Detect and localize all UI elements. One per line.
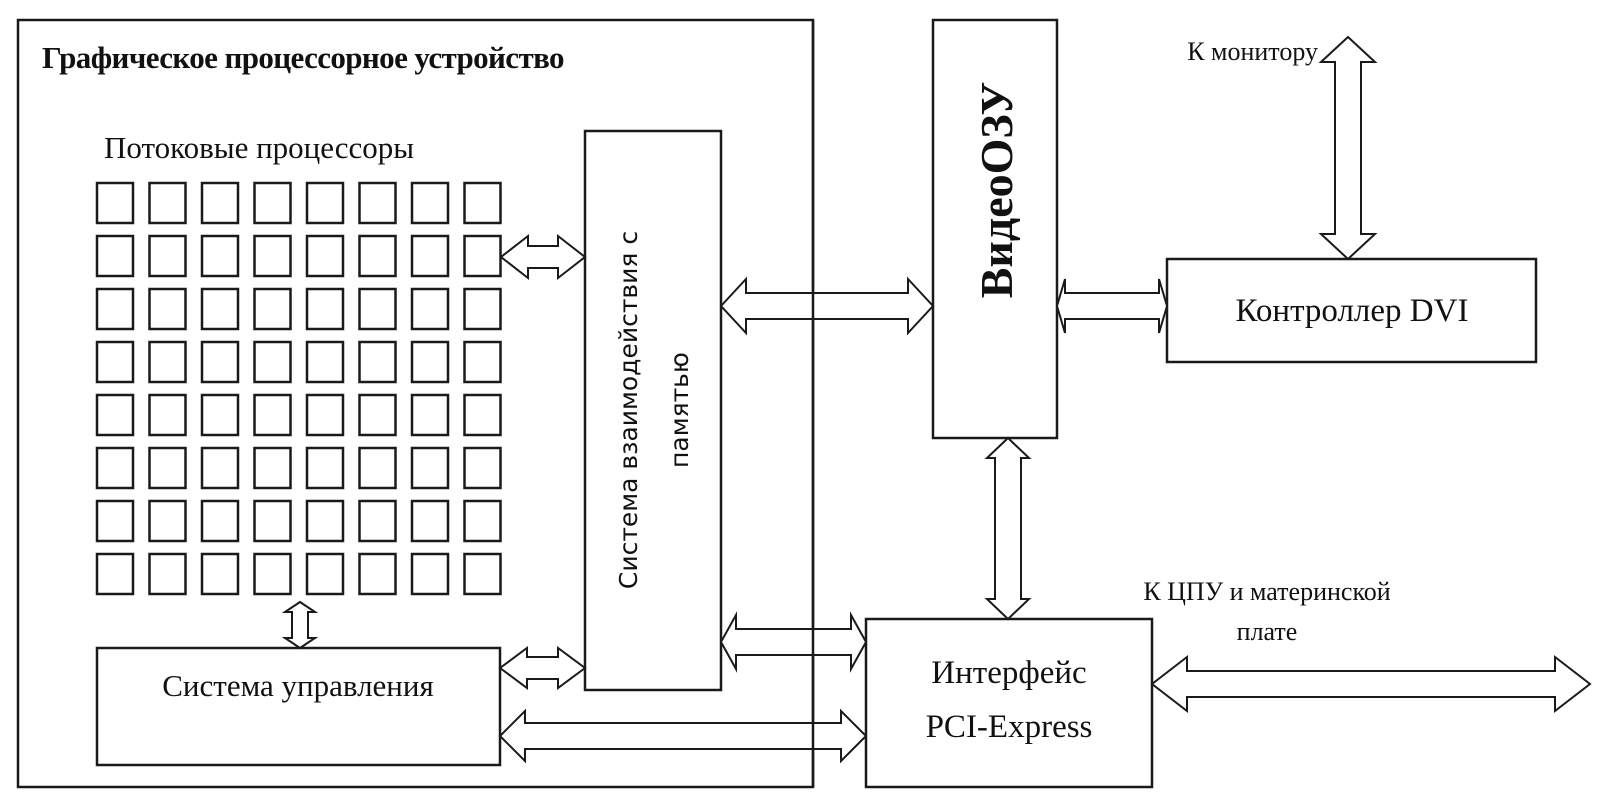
to-cpu-label-line2: плате [1237,617,1298,646]
to-cpu-label-line1: К ЦПУ и материнской [1143,577,1390,606]
stream-processor-cell [305,446,345,490]
stream-processor-cell [463,340,502,384]
stream-processor-cell [148,393,187,437]
dvi-controller-box [1165,257,1538,364]
stream-processor-cell [148,287,187,331]
control-system-box [95,646,502,767]
stream-processor-cell [410,340,450,384]
stream-processor-cell [410,181,450,225]
stream-processor-cell [95,393,135,437]
stream-processor-cell [463,552,502,596]
control-system-label: Система управления [162,668,434,703]
stream-processor-cell [358,287,397,331]
stream-processor-cell [463,393,502,437]
video-ram-box [931,18,1059,440]
stream-processor-cell [410,552,450,596]
arrow-processors-memory [499,233,587,281]
stream-processor-cell [148,234,187,278]
pci-express-label-line2: PCI-Express [926,709,1093,745]
arrow-videoram-pci [984,436,1032,621]
arrow-memory-pci [719,611,868,673]
stream-processor-cell [148,552,187,596]
stream-processor-cell [358,393,397,437]
stream-processor-cell [463,234,502,278]
stream-processor-cell [253,552,292,596]
stream-processor-cell [305,181,345,225]
stream-processor-cell [463,181,502,225]
stream-processor-cell [95,340,135,384]
arrow-dvi-monitor [1318,35,1378,261]
arrow-control-memory [498,646,587,690]
stream-processor-cell [200,393,240,437]
stream-processor-cell [148,181,187,225]
stream-processor-cell [253,499,292,543]
stream-processor-cell [358,234,397,278]
stream-processor-cell [253,287,292,331]
stream-processor-cell [410,234,450,278]
stream-processor-cell [305,499,345,543]
memory-system-label-line2: памятью [665,352,694,468]
stream-processor-cell [95,446,135,490]
stream-processor-cell [95,181,135,225]
stream-processor-cell [358,499,397,543]
pci-express-box [864,617,1154,789]
stream-processor-cell [305,340,345,384]
stream-processor-cell [200,552,240,596]
stream-processor-cell [200,234,240,278]
arrow-control-pci [498,708,868,764]
stream-processor-cell [200,340,240,384]
stream-processor-cell [95,499,135,543]
stream-processor-cell [305,552,345,596]
arrow-memory-videoram [719,276,935,336]
pci-express-label-line1: Интерфейс [931,655,1086,691]
stream-processor-cell [463,446,502,490]
stream-processor-cell [410,446,450,490]
dvi-controller-label: Контроллер DVI [1236,293,1469,329]
stream-processor-cell [95,287,135,331]
stream-processor-cell [253,234,292,278]
stream-processor-cell [305,393,345,437]
stream-processor-cell [253,340,292,384]
stream-processor-cell [200,287,240,331]
stream-processor-cell [305,234,345,278]
arrow-processors-control [281,600,319,650]
stream-processor-cell [95,234,135,278]
stream-processor-cell [358,552,397,596]
stream-processor-cell [358,340,397,384]
stream-processor-cell [463,499,502,543]
memory-system-box [583,129,723,692]
stream-processor-cell [253,446,292,490]
stream-processor-cell [200,446,240,490]
gpu-title: Графическое процессорное устройство [42,40,564,75]
stream-processor-cell [410,393,450,437]
video-ram-label: ВидеоОЗУ [971,82,1022,299]
to-monitor-label: К монитору [1187,37,1318,66]
stream-processor-cell [148,446,187,490]
stream-processor-cell [410,287,450,331]
stream-processor-cell [253,393,292,437]
stream-processor-cell [463,287,502,331]
arrow-pci-cpu [1150,654,1592,714]
stream-processor-cell [95,552,135,596]
stream-processor-cell [253,181,292,225]
stream-processor-cell [148,499,187,543]
stream-processor-cell [305,287,345,331]
stream-processor-grid [95,181,502,596]
stream-processor-cell [410,499,450,543]
arrow-videoram-dvi [1055,278,1169,334]
connection-arrows [281,35,1592,764]
stream-processor-cell [358,181,397,225]
stream-processors-label: Потоковые процессоры [104,130,414,165]
stream-processor-cell [200,499,240,543]
stream-processor-cell [148,340,187,384]
stream-processor-cell [358,446,397,490]
stream-processor-cell [200,181,240,225]
memory-system-label-line1: Система взаимодействия с [614,231,643,589]
